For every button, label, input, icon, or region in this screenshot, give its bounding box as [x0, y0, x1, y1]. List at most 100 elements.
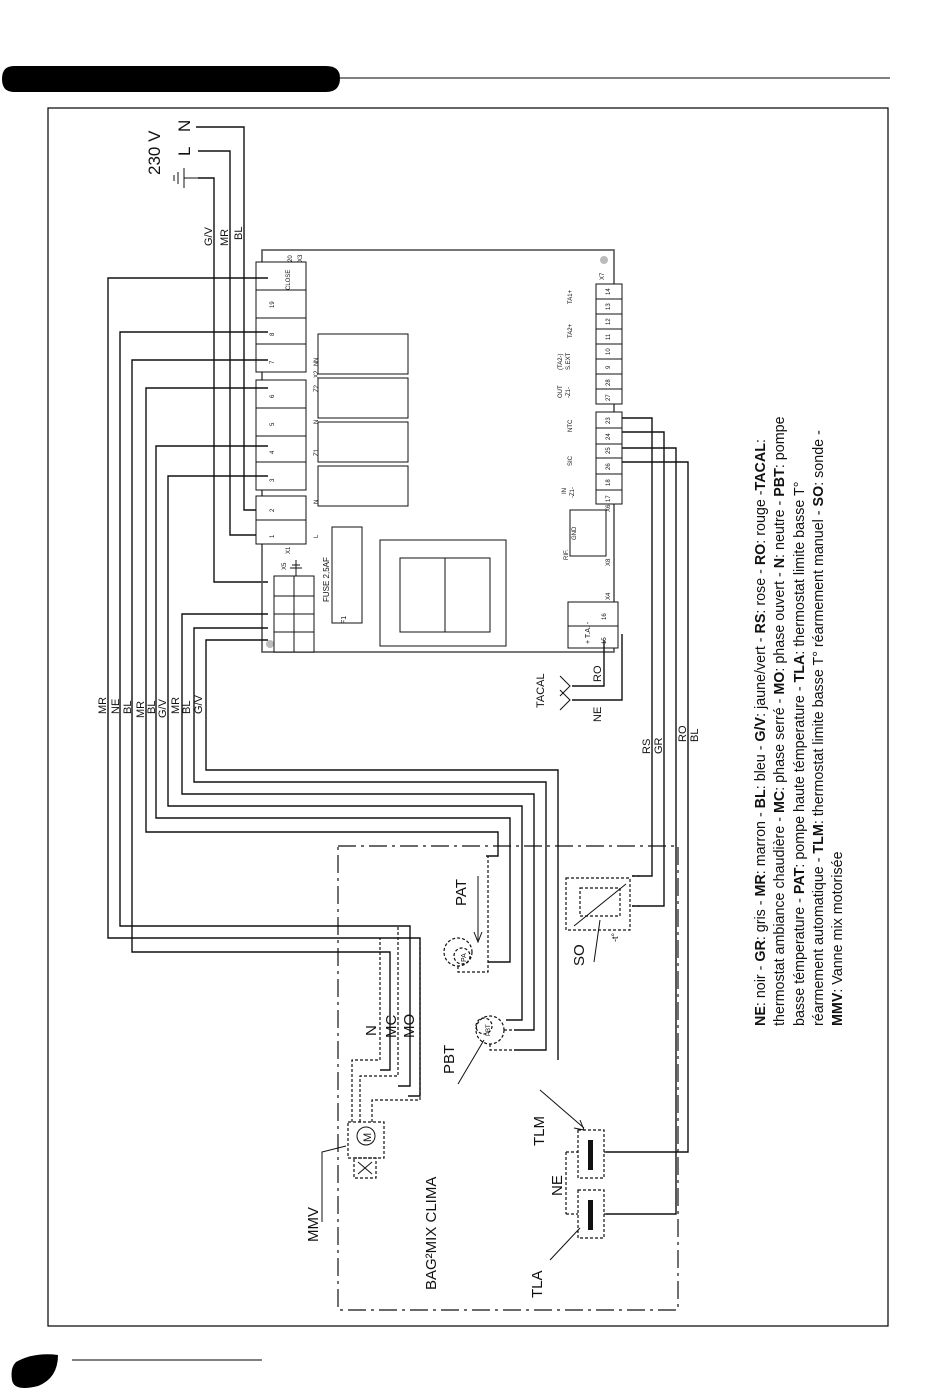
- left-wire-label-0: MR: [97, 697, 109, 714]
- pbt-label: PBT: [441, 1045, 458, 1074]
- x3-tag-n: N: [314, 358, 320, 362]
- x4-term-15: 15: [602, 637, 608, 644]
- x2-tag-n1: N: [314, 420, 320, 424]
- x7-tag-ta2pos: TA2+: [568, 323, 574, 338]
- x7-term-28: 28: [606, 379, 612, 386]
- legend-item: MR: marron -: [753, 808, 769, 897]
- earth-icon: [173, 168, 198, 188]
- x6-tag-ntc: NTC: [568, 419, 574, 432]
- x4-tag: + T.A. -: [585, 621, 592, 644]
- supply-voltage-label: 230 V: [145, 130, 164, 175]
- x7-term-12: 12: [606, 318, 612, 325]
- x3-term-7: 7: [270, 360, 276, 364]
- x2-tag-n2: N: [314, 362, 320, 366]
- x1-term-1: 1: [270, 534, 276, 538]
- tacal-label: TACAL: [535, 673, 547, 708]
- x2-term-6: 6: [270, 394, 276, 398]
- x1-label: X1: [286, 546, 292, 554]
- legend-item: MMV: Vanne mix motorisée: [830, 851, 847, 1026]
- x3-tag-close: CLOSE: [286, 270, 292, 290]
- tla-label: TLA: [529, 1270, 546, 1298]
- mmv-label: MMV: [305, 1207, 322, 1242]
- tacal-connection: TACAL NE RO: [535, 634, 623, 722]
- x7-tag-ta2neg: (TA2-): [558, 353, 564, 370]
- x1-tag-l: L: [314, 534, 320, 538]
- legend-item: GR: gris -: [753, 896, 769, 962]
- legend-item: TLM: thermostat limite basse T° réarmeme…: [810, 506, 827, 854]
- header-band: [2, 66, 340, 92]
- x7-tag-out: OUT: [558, 385, 564, 398]
- x5-label: X5: [282, 562, 288, 570]
- x2-term-4: 4: [270, 450, 276, 454]
- tlm-label: TLM: [531, 1116, 548, 1146]
- legend: NE: noir - GR: gris - MR: marron - BL: b…: [752, 406, 848, 1026]
- legend-item: MO: phase ouvert -: [772, 568, 789, 695]
- legend-item: RS: rose -: [753, 565, 769, 634]
- motor-symbol: M: [362, 1133, 374, 1142]
- tacal-wire-ne: NE: [592, 707, 604, 722]
- x8-tag-rif: RIF.: [564, 549, 570, 560]
- mains-wire-label-2: BL: [233, 227, 245, 240]
- right-wire-label-gr: GR: [653, 737, 665, 754]
- x7-term-11: 11: [606, 333, 612, 340]
- diagram-frame: [47, 107, 889, 1327]
- f1-label: F1: [341, 616, 348, 624]
- tacal-wire-ro: RO: [592, 665, 604, 682]
- x6-term-18: 18: [606, 479, 612, 486]
- pbt-symbol: PBT: [486, 1024, 492, 1036]
- x6-tag-in: IN: [562, 488, 568, 494]
- right-wire-label-rs: RS: [641, 739, 653, 754]
- left-wire-label-4: BL: [146, 701, 158, 714]
- left-wire-label-3: MR: [135, 701, 147, 718]
- left-wire-label-8: G/V: [193, 694, 205, 714]
- fuse-label: FUSE 2,5AF: [322, 557, 331, 602]
- x6-term-25: 25: [606, 447, 612, 454]
- x1-term-2: 2: [270, 508, 276, 512]
- mains-supply: 230 V L N G/V MR BL: [145, 120, 268, 583]
- page-number-badge: [11, 1354, 58, 1388]
- bag2mix-clima-unit: BAG²MIX CLIMA PA PAT PBT PBT -t° SO TLM: [305, 845, 679, 1311]
- left-wire-label-1: NE: [110, 699, 122, 714]
- x2-tag-z2: Z2: [314, 384, 320, 392]
- legend-item: RO: rouge -: [753, 490, 769, 566]
- mains-wire-label-0: G/V: [203, 226, 215, 246]
- motor-mo-label: MO: [401, 1014, 418, 1038]
- legend-item: SO: sonde -: [810, 430, 827, 507]
- x7-term-9: 9: [606, 365, 612, 369]
- x6-tag-z1: -Z1-: [570, 487, 576, 498]
- x3-term-20: 20: [288, 255, 294, 262]
- x4-label: X4: [606, 592, 612, 600]
- left-wire-label-5: G/V: [157, 698, 169, 718]
- x2-term-3: 3: [270, 478, 276, 482]
- control-board: FUSE 2,5AF F1 X5 1 2 L N X1 3 4 5: [255, 249, 623, 653]
- x4-term-16: 16: [602, 613, 608, 620]
- x7-label: X7: [600, 272, 606, 280]
- x3-term-8: 8: [270, 332, 276, 336]
- x2-label: X2: [314, 370, 320, 378]
- legend-item: MC: phase serré -: [772, 694, 789, 814]
- x6-term-24: 24: [606, 433, 612, 440]
- unit-title: BAG²MIX CLIMA: [423, 1177, 440, 1290]
- x8-label: X8: [606, 558, 612, 566]
- motor-mc-label: MC: [383, 1015, 400, 1038]
- right-wire-label-ro: RO: [677, 725, 689, 742]
- legend-item: N: neutre -: [772, 496, 789, 569]
- x7-term-13: 13: [606, 303, 612, 310]
- x7-term-27: 27: [606, 394, 612, 401]
- x2-term-5: 5: [270, 422, 276, 426]
- x3-term-19: 19: [270, 301, 276, 308]
- supply-neutral-label: N: [175, 120, 194, 132]
- x8-tag-gnd: GND: [572, 526, 578, 540]
- x7-tag-z1: -Z1-: [566, 387, 572, 398]
- so-label: SO: [571, 944, 588, 966]
- legend-item: NE: noir -: [753, 961, 769, 1026]
- x7-tag-sext: S.EXT: [566, 352, 572, 370]
- supply-phase-label: L: [175, 147, 194, 156]
- pat-symbol: PA: [461, 953, 468, 962]
- x3-label: X3: [298, 254, 304, 262]
- motor-n-label: N: [363, 1025, 380, 1036]
- x6-term-17: 17: [606, 495, 612, 502]
- x7-term-14: 14: [606, 288, 612, 295]
- x1-tag-n: N: [314, 500, 320, 504]
